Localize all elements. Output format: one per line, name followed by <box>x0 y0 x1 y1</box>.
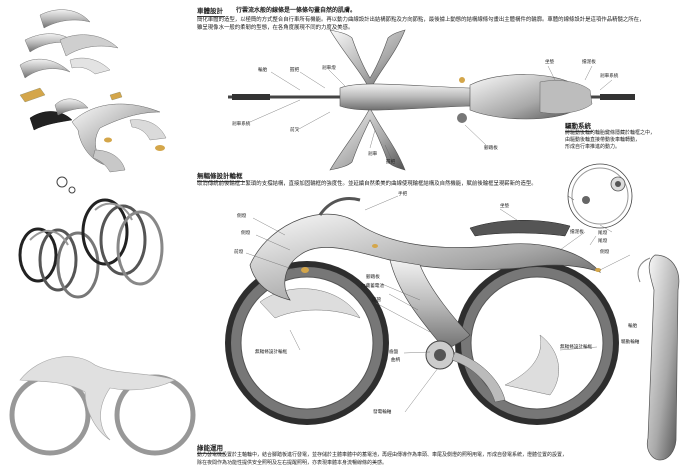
label-rear-wheel: 無輻條設計輪框 <box>560 345 593 350</box>
label-gear: 齒盤 <box>389 350 399 355</box>
small-side-view <box>9 356 196 456</box>
section-subtitle-body: 行雲流水般的線條是一條條勾畫自然的肌膚。 <box>236 7 357 14</box>
wheel-profile <box>637 254 680 461</box>
section-title-body: 車體設計 <box>197 7 225 17</box>
label-generator: 發電輪軸 <box>373 410 392 415</box>
label-side-lamp-rear: 側燈 <box>600 250 610 255</box>
label-tail-lamp-2: 尾燈 <box>598 239 608 244</box>
label-brake-lever: 剎車 <box>368 152 378 157</box>
section-paragraph-light-1: 動力發電機設置於主軸輪中，結合腳踏板進行發電，並存儲於主體車體中的蓄電池，再經由… <box>197 452 568 458</box>
section-paragraph-wheel: 取消傳統前後輪框上繁瑣的支撐結構，直接加固輪框的強度性。並延續自然柔美的曲線使現… <box>197 181 537 187</box>
drive-detail <box>567 163 633 229</box>
label-pedal-side: 腳踏板 <box>366 275 380 280</box>
section-paragraph-light-2: 除在夜間作為功能性提供安全照明及左右提醒照明，亦表現車體本身流暢線條的美感。 <box>197 460 388 466</box>
label-lamp: 剎車燈 <box>322 66 336 71</box>
label-front-wheel: 無輻條設計輪框 <box>255 350 288 355</box>
label-tail-lamp: 尾燈 <box>598 231 608 236</box>
section-title-drive: 驅動系統 <box>565 122 593 132</box>
label-side-seat: 坐墊 <box>500 204 510 209</box>
label-handle: 握把 <box>290 68 300 73</box>
leader-lines <box>245 65 631 413</box>
label-side-mudguard: 擋泥板 <box>570 230 584 235</box>
label-seat: 坐墊 <box>545 60 555 65</box>
label-grip: 輪胎 <box>258 68 268 73</box>
label-side-lamp: 側燈 <box>237 214 247 219</box>
label-fork: 前叉 <box>290 128 300 133</box>
section-paragraph-drive-1: 將驅動後輪的輪胎鍵條隱藏於輪框之中， <box>565 130 656 136</box>
section-paragraph-body-1: 簡化車體的造型，以極簡的方式整合自行車所有機能。再以動力曲線設計出結構節點及方向… <box>197 17 645 23</box>
label-handle-2: 握把 <box>386 160 396 165</box>
label-brake-system: 剎車系統 <box>232 122 251 127</box>
label-crank: 曲柄 <box>391 358 401 363</box>
label-detail-wheel: 輪胎 <box>628 324 638 329</box>
label-seat-post: 座管 <box>372 298 382 303</box>
top-view-bike <box>228 29 635 171</box>
section-paragraph-body-2: 雖呈現像水一般的柔韌的型態，在各角度展現不同的力度及美感。 <box>197 25 354 31</box>
section-title-wheel: 無輻條設計輪框 <box>197 172 245 182</box>
label-side-lamp-2: 側燈 <box>241 231 251 236</box>
label-detail-drive: 驅動輪軸 <box>621 340 640 345</box>
exploded-view <box>18 9 167 299</box>
label-battery: 內藏蓄電池 <box>361 284 384 289</box>
section-paragraph-drive-3: 形成自行車推進的動力。 <box>565 144 621 150</box>
label-mudguard: 擋泥板 <box>582 60 596 65</box>
label-rear-brake: 剎車系統 <box>600 74 619 79</box>
label-handlebar: 手把 <box>398 192 408 197</box>
label-pedal: 腳踏板 <box>484 146 498 151</box>
side-view-bike <box>225 197 619 425</box>
section-title-light: 綠能運用 <box>197 444 225 454</box>
label-front-lamp: 前燈 <box>234 250 244 255</box>
section-paragraph-drive-2: 由驅動後輪直接帶動後車輪轉動， <box>565 137 641 143</box>
